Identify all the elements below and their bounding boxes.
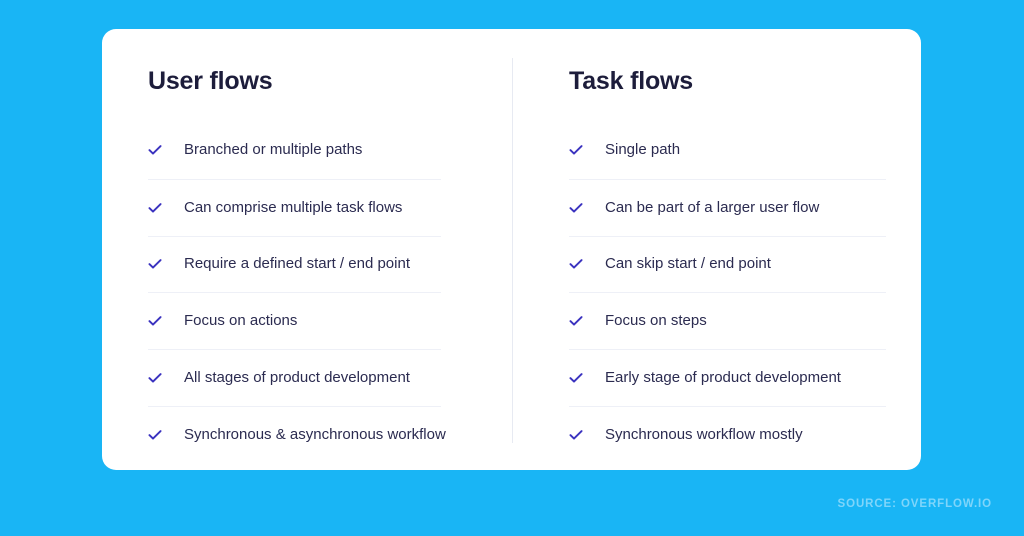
list-item-label: Early stage of product development [605, 369, 841, 387]
column-divider [512, 58, 513, 443]
list-item-label: Single path [605, 141, 681, 159]
column-user-flows: User flows Branched or multiple paths Ca… [102, 29, 512, 470]
check-icon [569, 257, 583, 271]
list-item-label: Can comprise multiple task flows [184, 198, 403, 216]
list-item-label: Branched or multiple paths [184, 141, 363, 159]
list-item: Require a defined start / end point [148, 235, 441, 293]
check-icon [569, 428, 583, 442]
check-icon [148, 257, 162, 271]
feature-list-user-flows: Branched or multiple paths Can comprise … [148, 122, 512, 463]
list-item: Single path [569, 122, 886, 179]
list-item: Can skip start / end point [569, 235, 886, 293]
column-title-user-flows: User flows [148, 67, 273, 95]
check-icon [569, 143, 583, 157]
comparison-card: User flows Branched or multiple paths Ca… [102, 29, 921, 470]
list-item-label: All stages of product development [184, 369, 410, 387]
check-icon [569, 371, 583, 385]
check-icon [148, 314, 162, 328]
check-icon [148, 428, 162, 442]
list-item-label: Synchronous & asynchronous workflow [184, 425, 446, 443]
list-item-label: Focus on steps [605, 312, 707, 330]
list-item: Branched or multiple paths [148, 122, 441, 179]
check-icon [148, 371, 162, 385]
check-icon [569, 314, 583, 328]
check-icon [148, 143, 162, 157]
source-credit: SOURCE: OVERFLOW.IO [837, 498, 992, 510]
list-item: Early stage of product development [569, 349, 886, 406]
list-item: Focus on actions [148, 292, 441, 349]
list-item: All stages of product development [148, 349, 441, 406]
list-item-label: Synchronous workflow mostly [605, 425, 803, 443]
list-item-label: Require a defined start / end point [184, 255, 410, 273]
check-icon [569, 201, 583, 215]
list-item-label: Focus on actions [184, 312, 298, 330]
list-item: Synchronous workflow mostly [569, 405, 886, 463]
list-item: Focus on steps [569, 292, 886, 349]
list-item: Can be part of a larger user flow [569, 178, 886, 236]
check-icon [148, 201, 162, 215]
list-item-label: Can skip start / end point [605, 255, 771, 273]
column-task-flows: Task flows Single path Can be part of a … [512, 29, 921, 470]
column-title-task-flows: Task flows [569, 67, 693, 95]
list-item: Can comprise multiple task flows [148, 178, 441, 236]
list-item: Synchronous & asynchronous workflow [148, 405, 446, 463]
feature-list-task-flows: Single path Can be part of a larger user… [569, 122, 921, 463]
list-item-label: Can be part of a larger user flow [605, 198, 820, 216]
